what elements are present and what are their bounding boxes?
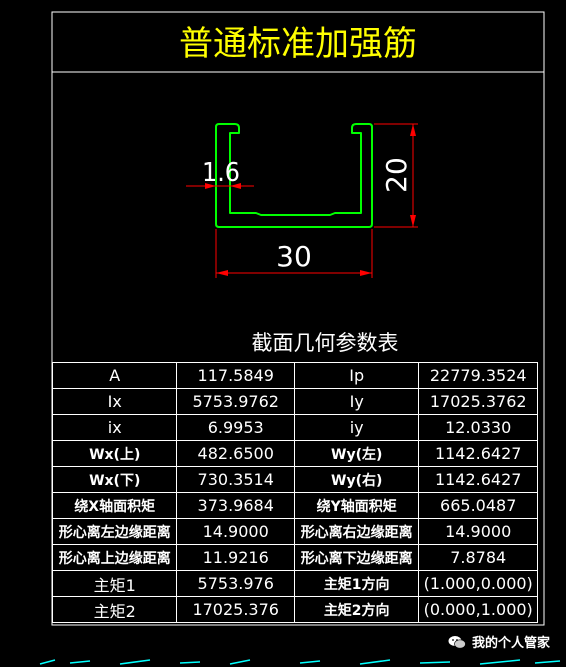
property-value: 17025.376 (176, 596, 295, 623)
property-label: 主矩1 (51, 570, 178, 597)
bottom-decoration-strip (39, 659, 561, 665)
width-dimension-text: 30 (276, 240, 312, 273)
watermark-text: 我的个人管家 (471, 636, 550, 651)
thickness-dimension: 1.6 (186, 158, 254, 189)
property-value: 11.9216 (176, 544, 295, 571)
property-label: 形心离上边缘距离 (51, 544, 178, 571)
property-label: 形心离左边缘距离 (51, 518, 178, 545)
width-dimension: 30 (215, 229, 373, 278)
property-label: Wy(右) (293, 466, 420, 493)
property-value: 14.9000 (418, 518, 538, 545)
property-value: (0.000,1.000) (418, 596, 538, 623)
property-label: 主矩1方向 (293, 570, 420, 597)
property-value: 14.9000 (176, 518, 295, 545)
property-value: 117.5849 (176, 362, 295, 389)
property-label: Wy(左) (293, 440, 420, 467)
property-label: 形心离右边缘距离 (293, 518, 420, 545)
property-label: 主矩2 (51, 596, 178, 623)
property-value: 665.0487 (418, 492, 538, 519)
property-value: 1142.6427 (418, 466, 538, 493)
channel-profile (215, 123, 373, 228)
property-value: 373.9684 (176, 492, 295, 519)
property-value: 1142.6427 (418, 440, 538, 467)
wechat-icon (448, 635, 466, 648)
property-label: ix (51, 414, 178, 441)
table-heading: 截面几何参数表 (252, 331, 399, 355)
property-value: 17025.3762 (418, 388, 538, 415)
property-label: iy (293, 414, 420, 441)
drawing-title: 普通标准加强筋 (179, 24, 417, 64)
property-value: (1.000,0.000) (418, 570, 538, 597)
property-value: 12.0330 (418, 414, 538, 441)
height-dimension-text: 20 (380, 157, 413, 193)
property-label: Ip (293, 362, 420, 389)
property-label: 形心离下边缘距离 (293, 544, 420, 571)
property-value: 482.6500 (176, 440, 295, 467)
property-label: A (51, 362, 178, 389)
property-value: 7.8784 (418, 544, 538, 571)
drawing-frame (51, 11, 545, 626)
property-label: 绕X轴面积矩 (51, 492, 178, 519)
property-label: Wx(上) (51, 440, 178, 467)
property-value: 730.3514 (176, 466, 295, 493)
property-value: 5753.9762 (176, 388, 295, 415)
height-dimension: 20 (374, 123, 418, 228)
property-value: 6.9953 (176, 414, 295, 441)
watermark: 我的个人管家 (443, 630, 554, 653)
thickness-dimension-text: 1.6 (202, 158, 240, 188)
property-label: 主矩2方向 (293, 596, 420, 623)
property-label: Ix (51, 388, 178, 415)
property-label: Wx(下) (51, 466, 178, 493)
property-label: 绕Y轴面积矩 (293, 492, 420, 519)
property-value: 5753.976 (176, 570, 295, 597)
property-label: Iy (293, 388, 420, 415)
property-value: 22779.3524 (418, 362, 538, 389)
